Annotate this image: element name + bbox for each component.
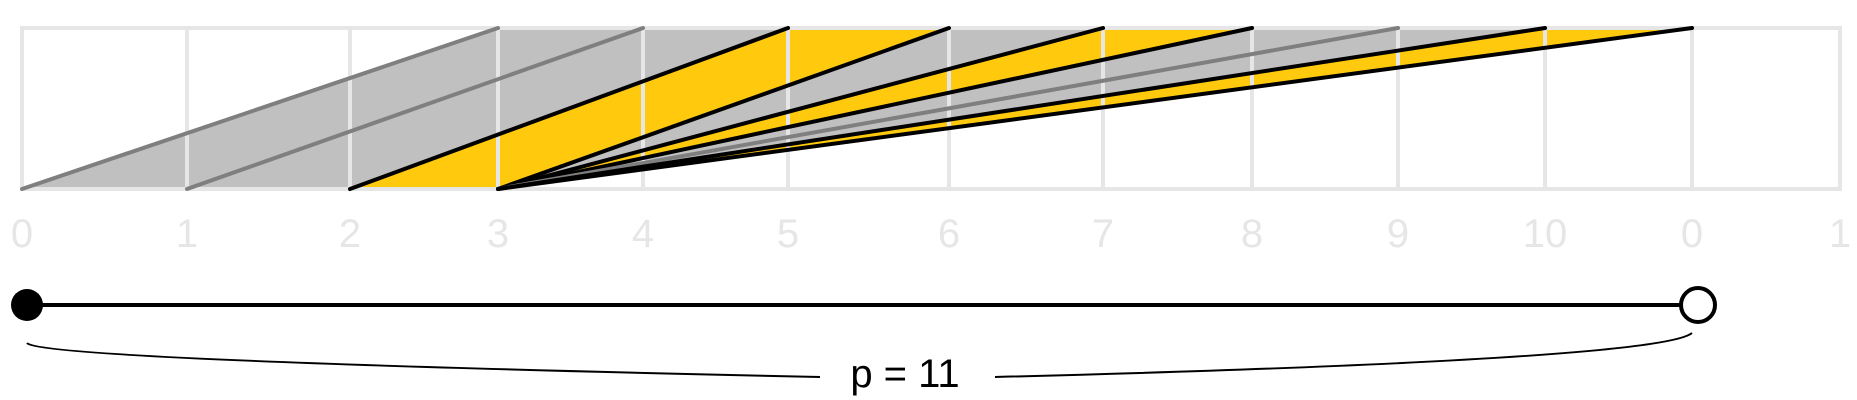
line-0-to-3 (20, 26, 500, 191)
tick-label: 1 (176, 212, 198, 256)
line-3-to-9 (496, 26, 1400, 191)
tick-label: 5 (777, 212, 799, 256)
grid (20, 26, 1842, 191)
shaded-bands (22, 28, 1692, 189)
tick-label: 10 (1523, 212, 1568, 256)
line-3-to-7 (496, 26, 1105, 191)
open-endpoint (1679, 286, 1717, 324)
tick-label: 0 (1681, 212, 1703, 256)
tick-label: 4 (632, 212, 654, 256)
period-label: p = 11 (850, 352, 959, 396)
tick-label: 1 (1829, 212, 1851, 256)
band-0 (22, 28, 643, 189)
band-1 (187, 28, 788, 189)
line-3-to-6 (496, 26, 951, 191)
tick-labels: 0 1 2 3 4 5 6 7 8 9 10 0 1 (11, 212, 1851, 256)
brace-left (26, 342, 821, 378)
slanted-lines (20, 26, 1694, 191)
line-3-to-11 (496, 26, 1694, 191)
line-2-to-5 (348, 26, 790, 191)
closed-endpoint (11, 289, 43, 321)
tick-label: 0 (11, 212, 33, 256)
tick-label: 6 (938, 212, 960, 256)
line-3-to-8 (496, 26, 1254, 191)
period-bracket: p = 11 (11, 286, 1717, 396)
tick-label: 3 (487, 212, 509, 256)
grid-frame (20, 26, 1842, 191)
tick-label: 9 (1387, 212, 1409, 256)
tick-label: 8 (1241, 212, 1263, 256)
brace-right (994, 332, 1693, 378)
line-1-to-4 (185, 26, 645, 191)
tick-label: 7 (1092, 212, 1114, 256)
tick-label: 2 (339, 212, 361, 256)
line-3-to-10 (496, 26, 1547, 191)
